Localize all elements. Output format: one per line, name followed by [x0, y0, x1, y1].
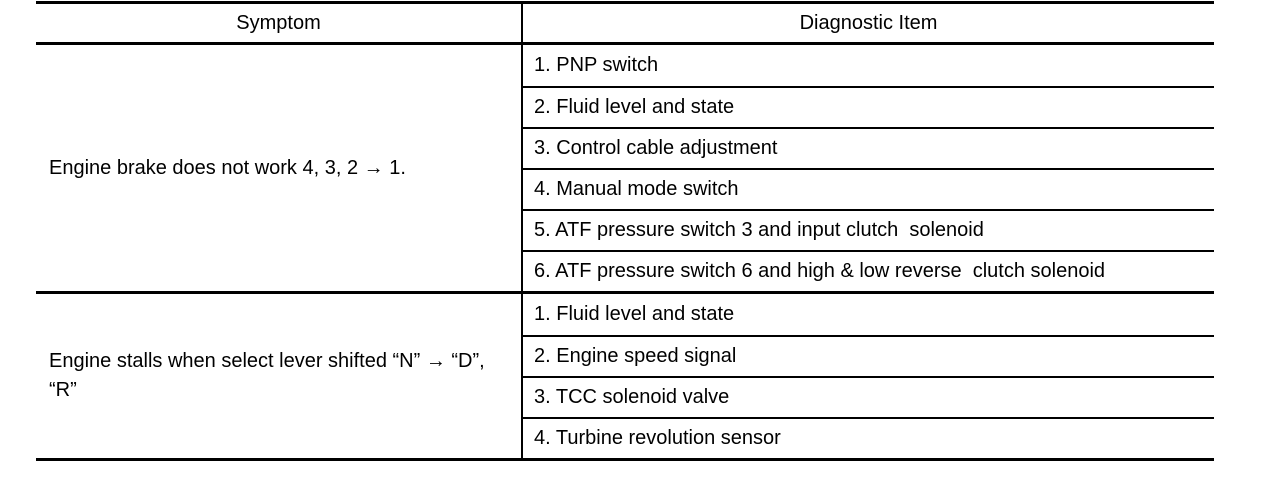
symptom-text: Engine brake does not work 4, 3, 2 → 1.	[49, 156, 406, 179]
diagnostic-item: 2. Fluid level and state	[523, 86, 1214, 127]
symptom-column-header: Symptom	[36, 4, 523, 42]
symptom-text: Engine stalls when select lever shifted …	[49, 350, 485, 401]
diagnostic-item-column-header: Diagnostic Item	[799, 11, 938, 34]
symptom-section: Engine brake does not work 4, 3, 2 → 1. 1…	[36, 45, 1214, 291]
symptom-cell: Engine stalls when select lever shifted …	[36, 294, 523, 458]
table-body: Engine brake does not work 4, 3, 2 → 1. 1…	[36, 45, 1214, 458]
symptom-section: Engine stalls when select lever shifted …	[36, 291, 1214, 458]
diagnostic-item: 3. Control cable adjustment	[523, 127, 1214, 168]
diagnostic-item: 2. Engine speed signal	[523, 335, 1214, 376]
diagnostic-item: 6. ATF pressure switch 6 and high & low …	[523, 250, 1214, 291]
diagnostic-item: 3. TCC solenoid valve	[523, 376, 1214, 417]
diagnostic-item: 4. Manual mode switch	[523, 168, 1214, 209]
symptom-cell: Engine brake does not work 4, 3, 2 → 1.	[36, 45, 523, 291]
diagnostic-item-list: 1. Fluid level and state 2. Engine speed …	[523, 294, 1214, 458]
diagnostic-item: 4. Turbine revolution sensor	[523, 417, 1214, 458]
diagnostic-item: 1. Fluid level and state	[534, 303, 735, 325]
diagnostic-item: 5. ATF pressure switch 3 and input clutc…	[523, 209, 1214, 250]
symptom-diagnostic-table: Symptom Diagnostic Item Engine brake doe…	[36, 1, 1214, 461]
diagnostic-item: 1. PNP switch	[534, 54, 659, 76]
table-header-row: Symptom Diagnostic Item	[36, 4, 1214, 45]
